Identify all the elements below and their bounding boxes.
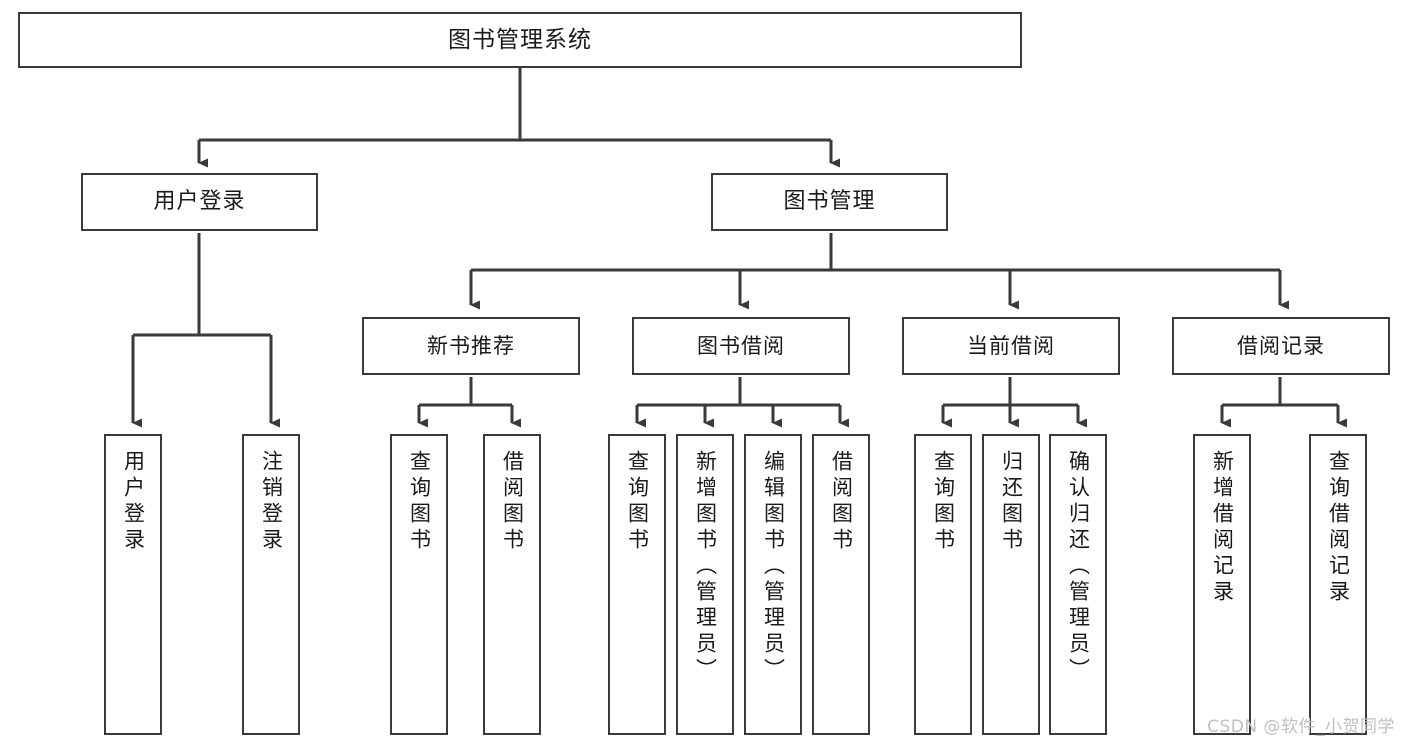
leaf-current-query-book[interactable]: 查询图书 [914, 434, 972, 735]
leaf-records-query-record[interactable]: 查询借阅记录 [1309, 434, 1367, 735]
node-label: 新增借阅记录 [1210, 450, 1235, 606]
node-label: 查询图书 [407, 450, 432, 554]
node-label: 当前借阅 [967, 333, 1055, 358]
leaf-user-logout[interactable]: 注销登录 [242, 434, 300, 735]
node-label: 查询图书 [931, 450, 956, 554]
node-label: 确认归还（管理员） [1066, 450, 1091, 684]
node-label: 归还图书 [999, 450, 1024, 554]
node-book-management[interactable]: 图书管理 [711, 173, 948, 231]
watermark-text: CSDN @软件_小贺同学 [1207, 717, 1395, 737]
node-label: 图书管理 [783, 189, 876, 215]
node-label: 编辑图书（管理员） [761, 450, 786, 684]
leaf-current-return-book[interactable]: 归还图书 [982, 434, 1040, 735]
leaf-borrow-edit-book-admin[interactable]: 编辑图书（管理员） [744, 434, 802, 735]
leaf-newbook-query-book[interactable]: 查询图书 [390, 434, 448, 735]
node-label: 注销登录 [259, 450, 284, 554]
node-label: 新书推荐 [427, 333, 515, 358]
leaf-borrow-borrow-book[interactable]: 借阅图书 [812, 434, 870, 735]
node-book-borrow[interactable]: 图书借阅 [632, 317, 850, 375]
node-borrow-records[interactable]: 借阅记录 [1172, 317, 1390, 375]
leaf-newbook-borrow-book[interactable]: 借阅图书 [483, 434, 541, 735]
node-user-login[interactable]: 用户登录 [81, 173, 318, 231]
leaf-borrow-query-book[interactable]: 查询图书 [608, 434, 666, 735]
node-label: 查询图书 [625, 450, 650, 554]
node-root-system[interactable]: 图书管理系统 [18, 12, 1022, 68]
node-label: 用户登录 [153, 189, 246, 215]
node-label: 借阅记录 [1237, 333, 1325, 358]
node-label: 查询借阅记录 [1326, 450, 1351, 606]
node-label: 图书管理系统 [448, 26, 592, 53]
leaf-current-confirm-return-admin[interactable]: 确认归还（管理员） [1049, 434, 1107, 735]
leaf-user-login[interactable]: 用户登录 [104, 434, 162, 735]
node-label: 借阅图书 [829, 450, 854, 554]
node-current-borrow[interactable]: 当前借阅 [902, 317, 1120, 375]
node-new-book-recommend[interactable]: 新书推荐 [362, 317, 580, 375]
leaf-borrow-add-book-admin[interactable]: 新增图书（管理员） [676, 434, 734, 735]
leaf-records-add-record[interactable]: 新增借阅记录 [1193, 434, 1251, 735]
node-label: 图书借阅 [697, 333, 785, 358]
node-label: 新增图书（管理员） [693, 450, 718, 684]
node-label: 用户登录 [121, 450, 146, 554]
node-label: 借阅图书 [500, 450, 525, 554]
